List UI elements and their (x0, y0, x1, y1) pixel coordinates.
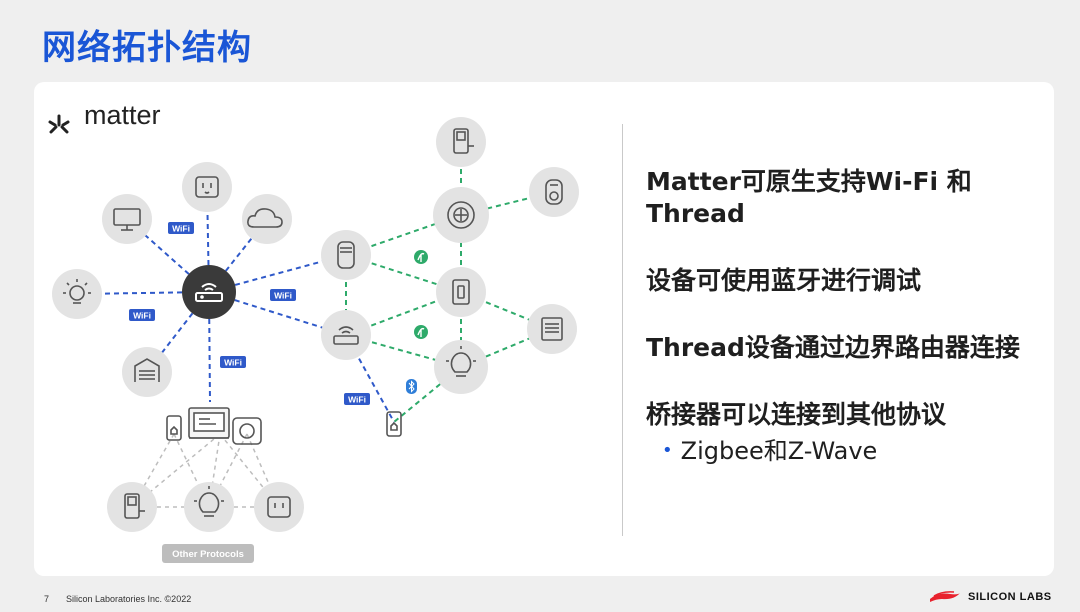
svg-text:WiFi: WiFi (133, 311, 151, 321)
bullet-border-router: Thread设备通过边界路由器连接 (646, 333, 1020, 362)
wifi-badge: WiFi (270, 289, 296, 301)
thread-badge-icon (414, 325, 428, 339)
svg-text:WiFi: WiFi (172, 224, 190, 234)
sub-bullet-text: Zigbee和Z-Wave (680, 437, 878, 465)
bottom-outlet-icon (267, 496, 291, 518)
blinds-icon (541, 317, 563, 341)
silicon-labs-logo-icon (930, 591, 960, 602)
smart-speaker-icon (337, 241, 355, 269)
content-card: matter (34, 82, 1054, 576)
svg-text:WiFi: WiFi (348, 395, 366, 405)
wifi-badge: WiFi (168, 222, 194, 234)
phone-icon (386, 411, 402, 437)
sub-bullet-zigbee: • Zigbee和Z-Wave (646, 435, 1046, 467)
bottom-bulb-icon (194, 486, 224, 517)
bullet-native-support: Matter可原生支持Wi-Fi 和 Thread (646, 167, 972, 228)
light-icon (63, 279, 91, 304)
wifi-badge: WiFi (129, 309, 155, 321)
vertical-divider (622, 124, 623, 536)
bullet-dot-icon: • (662, 440, 673, 461)
thermostat-icon (447, 201, 475, 229)
matter-topology-diagram: matter (48, 100, 579, 563)
bullet-bridge-text: 桥接器可以连接到其他协议 (646, 400, 947, 429)
matter-logo-icon (48, 114, 70, 134)
wifi-badge: WiFi (344, 393, 370, 405)
door-lock-icon (453, 128, 474, 154)
outlet-icon (195, 176, 219, 198)
company-logo: SILICON LABS (928, 590, 1052, 604)
bluetooth-badge-icon (406, 379, 417, 394)
wifi-badges: WiFi WiFi WiFi WiFi WiFi (129, 222, 370, 405)
bottom-door-lock-icon (124, 493, 145, 519)
bridge-hub-icon (188, 407, 230, 439)
company-logo-text: SILICON LABS (968, 591, 1052, 603)
garage-icon (134, 358, 160, 382)
camera-icon (545, 179, 563, 205)
matter-brand-text: matter (84, 100, 161, 130)
bridge-phone-icon (166, 415, 182, 441)
svg-text:WiFi: WiFi (224, 358, 242, 368)
router-icon (195, 283, 223, 302)
copyright-text: Silicon Laboratories Inc. ©2022 (66, 594, 192, 604)
svg-text:Other Protocols: Other Protocols (172, 549, 244, 560)
thread-badge-icon (414, 250, 428, 264)
border-router-icon (333, 326, 359, 345)
wall-switch-icon (452, 279, 470, 305)
bullet-bridge: 桥接器可以连接到其他协议 • Zigbee和Z-Wave (646, 399, 1046, 467)
feature-list: Matter可原生支持Wi-Fi 和 Thread 设备可使用蓝牙进行调试 Th… (646, 166, 1046, 467)
slide-title: 网络拓扑结构 (42, 28, 252, 68)
wifi-badge: WiFi (220, 356, 246, 368)
bridge-sensor-icon (232, 417, 262, 445)
page-number: 7 (44, 594, 50, 604)
bulb-icon (446, 346, 476, 377)
cloud-icon (247, 208, 283, 228)
device-nodes (52, 117, 579, 532)
bullet-bluetooth-commissioning: 设备可使用蓝牙进行调试 (646, 266, 922, 295)
monitor-icon (113, 208, 141, 231)
svg-text:WiFi: WiFi (274, 291, 292, 301)
other-protocols-pill: Other Protocols (162, 544, 254, 563)
